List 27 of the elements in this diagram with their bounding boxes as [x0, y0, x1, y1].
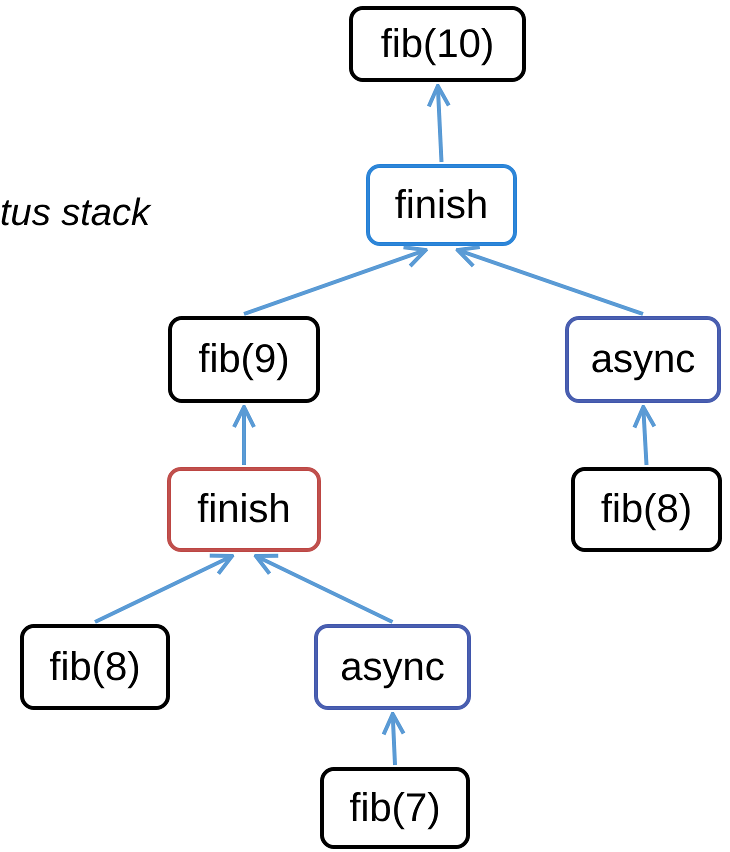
- node-label: fib(8): [600, 487, 692, 532]
- process-box: [320, 767, 470, 849]
- node-label: fib(10): [380, 22, 494, 66]
- arrow: [232, 405, 256, 465]
- arrow: [456, 245, 644, 316]
- node-label: fib(9): [198, 337, 290, 382]
- process-box: [366, 164, 517, 246]
- arrow: [382, 712, 406, 766]
- process-box: [168, 316, 320, 403]
- node-label: async: [340, 644, 445, 690]
- node-label: finish: [394, 182, 488, 228]
- node-label: async: [590, 337, 696, 382]
- process-box: [571, 467, 722, 552]
- arrow: [632, 405, 656, 466]
- arrow: [254, 554, 394, 624]
- diagram-label: tus stack: [0, 192, 150, 235]
- arrow: [426, 84, 451, 162]
- node-label: fib(8): [49, 644, 141, 690]
- node-label: finish: [197, 487, 291, 532]
- process-box: [349, 6, 526, 82]
- arrow: [243, 245, 428, 316]
- process-box: [314, 624, 471, 710]
- process-box: [565, 316, 721, 403]
- arrow: [94, 554, 234, 624]
- process-box: [20, 624, 170, 710]
- process-box: [167, 467, 321, 552]
- node-label: fib(7): [349, 786, 441, 830]
